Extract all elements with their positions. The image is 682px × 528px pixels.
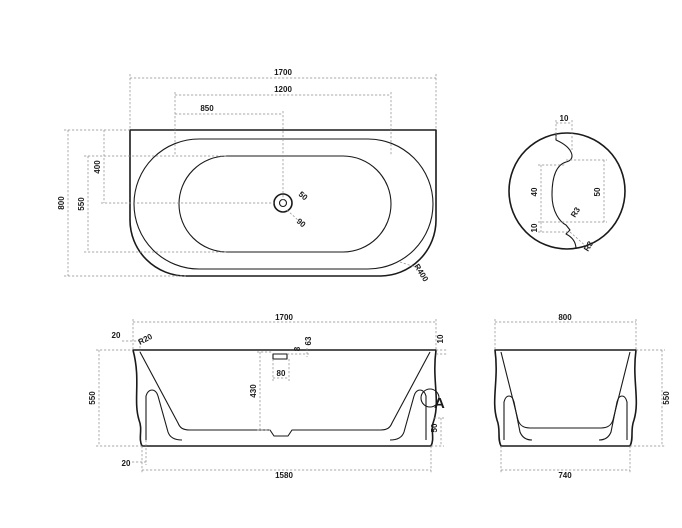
dim-drain-diameter: 50 — [297, 190, 310, 203]
detail-a-marker — [420, 388, 440, 408]
dim-side-base-height: 50 — [430, 423, 439, 432]
overflow-fitting — [272, 353, 288, 360]
side-view: A 1700 1580 550 430 20 R20 20 10 63 8 — [88, 313, 448, 480]
dim-end-width-total: 800 — [558, 313, 572, 322]
dim-side-height-total: 550 — [88, 391, 97, 405]
tub-base-left — [145, 389, 183, 441]
tub-end-base-left — [503, 395, 533, 441]
tub-outline-end — [493, 349, 638, 447]
tub-basin-side — [139, 351, 431, 437]
dim-side-width-base: 1580 — [275, 471, 293, 480]
detail-a-circle — [508, 132, 626, 250]
dim-top-depth-total: 800 — [57, 196, 66, 210]
tub-base-right — [389, 389, 427, 441]
tub-end-base-right — [598, 395, 628, 441]
dim-top-width-inner: 1200 — [274, 85, 292, 94]
dim-top-depth-inner: 550 — [77, 197, 86, 211]
dim-side-rim-thickness: 10 — [436, 334, 445, 343]
dim-side-overflow-height: 63 — [304, 336, 313, 345]
dim-detail-radius-inner: R3 — [569, 205, 582, 219]
dim-side-inner-depth: 430 — [249, 384, 258, 398]
dim-top-drain-offset: 400 — [93, 160, 102, 174]
tub-basin-top — [178, 155, 392, 253]
tub-rim-top — [133, 138, 434, 270]
dim-side-rim-radius: R20 — [137, 332, 155, 347]
dim-end-width-base: 740 — [558, 471, 572, 480]
dim-detail-right-height: 50 — [593, 187, 602, 196]
dim-detail-top: 10 — [560, 114, 569, 123]
detail-a: 10 40 50 10 R3 R3 — [508, 114, 626, 253]
dim-side-base-offset: 20 — [122, 459, 131, 468]
dim-side-overflow-gap: 8 — [293, 346, 302, 351]
detail-a-profile — [551, 135, 577, 250]
dim-detail-lip: 10 — [530, 223, 539, 232]
tub-outline-top — [129, 129, 437, 277]
tub-outline-side — [132, 349, 438, 447]
dim-side-overflow-width: 80 — [277, 369, 286, 378]
dim-detail-radius-outer: R3 — [582, 239, 595, 253]
top-view: 1700 1200 850 800 550 400 50 90 R400 — [57, 68, 437, 284]
dim-detail-left-height: 40 — [530, 187, 539, 196]
detail-a-label: A — [434, 395, 445, 412]
dim-corner-radius: R400 — [412, 262, 430, 283]
dim-side-width-total: 1700 — [275, 313, 293, 322]
dim-end-height-total: 550 — [662, 391, 671, 405]
dim-side-rim-offset: 20 — [112, 331, 121, 340]
tub-basin-end — [500, 351, 631, 429]
end-view: 800 740 550 — [493, 313, 671, 480]
dim-top-width-half: 850 — [200, 104, 214, 113]
dim-top-width-total: 1700 — [274, 68, 292, 77]
drain-inner — [278, 198, 288, 208]
